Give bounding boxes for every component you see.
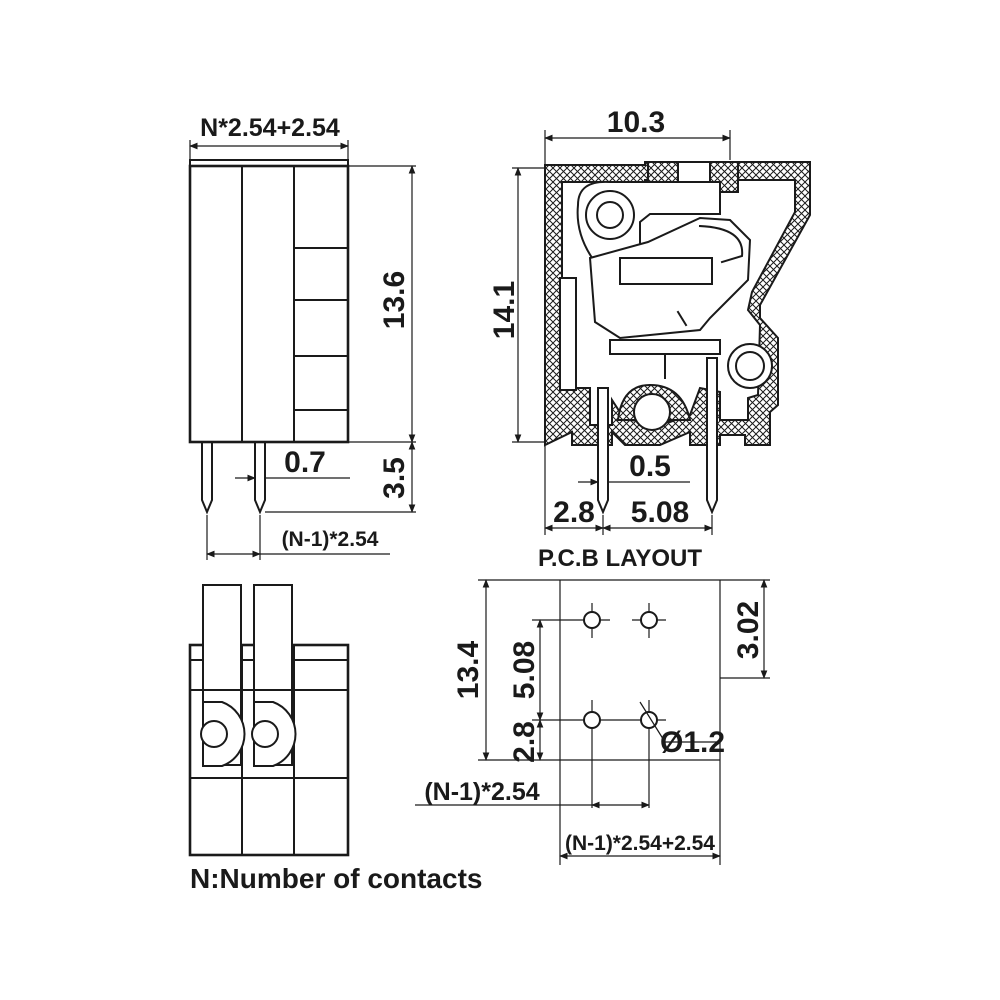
pin xyxy=(597,387,609,515)
side-pitch-dim: 5.08 xyxy=(631,496,689,529)
side-height-dim: 14.1 xyxy=(488,281,521,339)
front-pitch-dim: (N-1)*2.54 xyxy=(282,528,379,551)
wire-entry xyxy=(251,720,279,748)
pcb-right-offset-dim: 3.02 xyxy=(732,601,765,659)
front-pin-length-dim: 3.5 xyxy=(378,457,411,499)
front-body-outline xyxy=(188,164,350,444)
side-view: 10.3 14.1 0.5 2.8 5.08 xyxy=(488,106,811,535)
front-width-dim: N*2.54+2.54 xyxy=(200,114,340,142)
pcb-hole-dim: Ø1.2 xyxy=(660,726,725,759)
pcb-hole xyxy=(640,611,658,629)
bottom-view xyxy=(188,584,350,857)
wire-entry xyxy=(200,720,228,748)
spring xyxy=(559,277,577,391)
pcb-row-pitch-dim: 5.08 xyxy=(508,641,541,699)
pcb-layout: P.C.B LAYOUT 13.4 5.08 2.8 3.02 xyxy=(415,545,770,865)
pin xyxy=(706,357,718,515)
front-view: N*2.54+2.54 13.6 3.5 0.7 (N-1)*2.54 xyxy=(188,114,416,560)
pcb-height-dim: 13.4 xyxy=(452,640,485,699)
pcb-hole xyxy=(583,611,601,629)
side-pin-dim: 0.5 xyxy=(629,450,671,483)
contacts-note: N:Number of contacts xyxy=(190,863,482,894)
side-offset-dim: 2.8 xyxy=(553,496,595,529)
pin xyxy=(254,441,266,515)
pin xyxy=(201,441,213,515)
wire-slot xyxy=(619,257,713,285)
pcb-pitch-dim: (N-1)*2.54 xyxy=(424,778,539,806)
side-width-dim: 10.3 xyxy=(607,106,665,139)
front-height-dim: 13.6 xyxy=(378,271,411,329)
front-pin-dim: 0.7 xyxy=(284,446,326,479)
pcb-hole xyxy=(583,711,601,729)
pcb-total-dim: (N-1)*2.54+2.54 xyxy=(565,832,715,855)
pcb-bottom-offset-dim: 2.8 xyxy=(508,721,541,763)
contact-bar xyxy=(609,339,721,355)
bottom-boss xyxy=(633,393,671,431)
pcb-title: P.C.B LAYOUT xyxy=(538,545,702,572)
pcb-hole xyxy=(640,711,658,729)
